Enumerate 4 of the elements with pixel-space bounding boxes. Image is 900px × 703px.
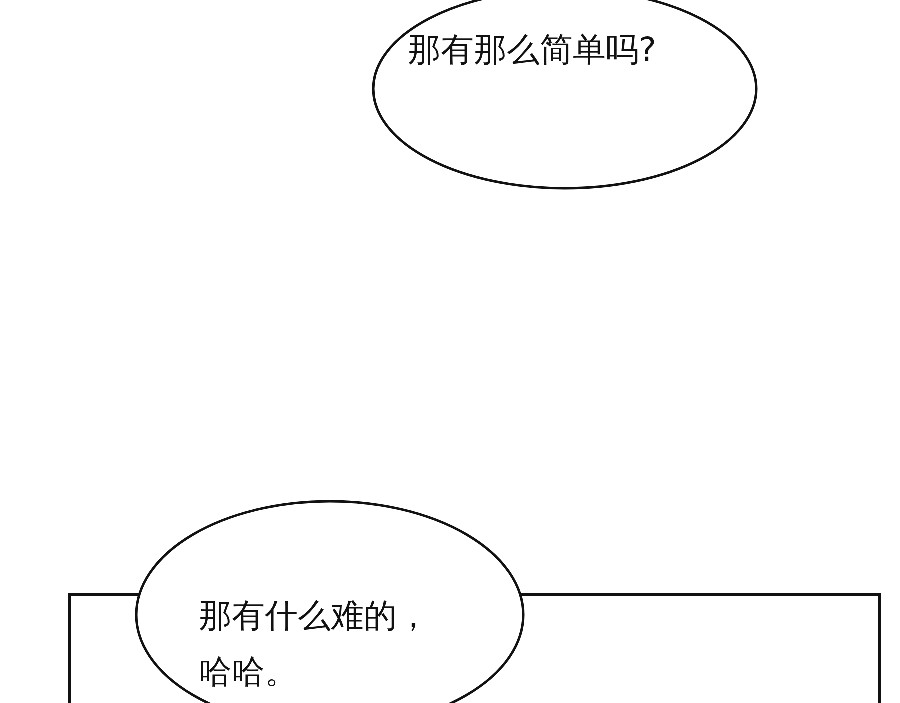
dialogue-text: 那有什么难的，哈哈。 (199, 595, 431, 693)
dialogue-text: 那有那么简单吗? (408, 29, 658, 71)
speech-bubble (135, 500, 525, 703)
speech-bubble (372, 0, 758, 190)
